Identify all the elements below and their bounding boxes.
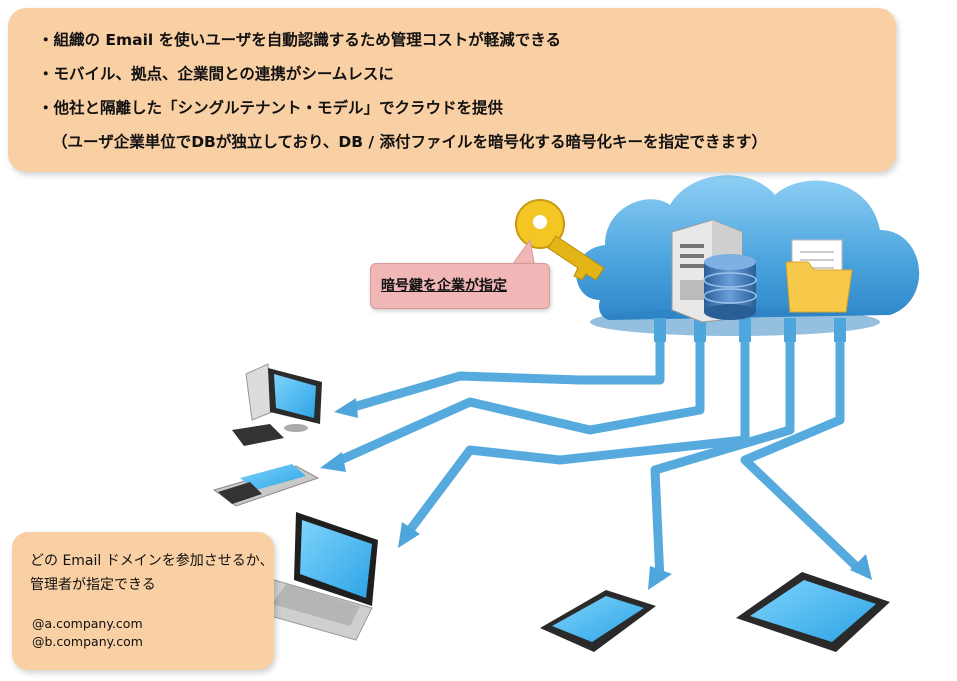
feature-list-box: ・組織の Email を使いユーザを自動認識するため管理コストが軽減できる ・モ…: [8, 8, 896, 172]
feature-line-3: ・他社と隔離した「シングルテナント・モデル」でクラウドを提供: [38, 99, 504, 117]
smartphone-icon: [540, 590, 656, 652]
tablet-icon: [736, 572, 890, 652]
keyboard-icon: [232, 424, 284, 446]
feature-line-2: ・モバイル、拠点、企業間との連携がシームレスに: [38, 65, 394, 83]
domain-example-2: @b.company.com: [32, 634, 143, 649]
arrow-to-phone: [334, 335, 705, 467]
key-callout-label: 暗号鍵を企業が指定: [370, 263, 550, 309]
feature-line-1: ・組織の Email を使いユーザを自動認識するため管理コストが軽減できる: [38, 31, 561, 49]
arrow-to-desktop: [348, 335, 665, 413]
flow-arrows: [334, 335, 864, 581]
arrow-heads: [320, 398, 872, 590]
folder-icon: [785, 239, 853, 313]
laptop-icon: [255, 512, 378, 641]
feature-line-4: （ユーザ企業単位でDBが独立しており、DB / 添付ファイルを暗号化する暗号化キ…: [52, 133, 767, 151]
desktop-pc-icon: [232, 363, 322, 446]
feature-phone-icon: [212, 464, 320, 507]
key-icon: [515, 199, 605, 281]
arrow-to-smartphone: [650, 340, 795, 581]
domain-note-box: どの Email ドメインを参加させるか、 管理者が指定できる @a.compa…: [12, 532, 274, 670]
arrow-to-laptop: [406, 335, 750, 533]
domain-example-1: @a.company.com: [32, 616, 143, 631]
database-icon: [703, 254, 757, 320]
domain-note-line-2: 管理者が指定できる: [30, 577, 156, 593]
domain-note-line-1: どの Email ドメインを参加させるか、: [30, 553, 274, 569]
arrow-to-tablet: [740, 340, 864, 574]
